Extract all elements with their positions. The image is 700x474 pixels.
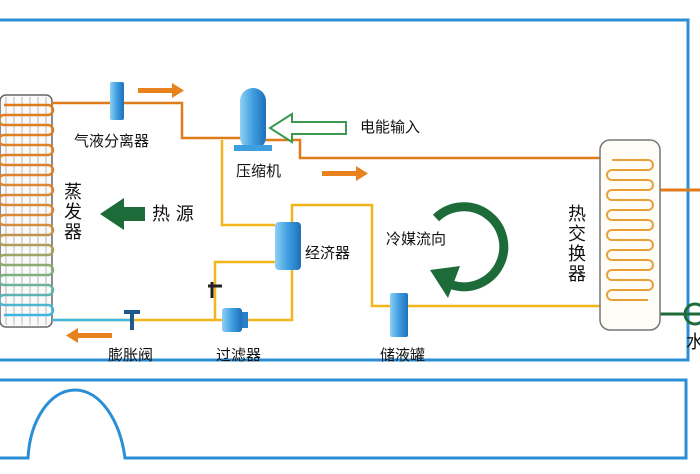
label-compressor: 压缩机 bbox=[236, 162, 282, 180]
compressor bbox=[234, 88, 272, 151]
water-pump bbox=[683, 302, 700, 326]
label-economizer: 经济器 bbox=[305, 244, 351, 262]
discharge-pipe bbox=[262, 138, 604, 160]
label-filter: 过滤器 bbox=[216, 346, 262, 364]
flow-arrow-2 bbox=[322, 166, 368, 181]
liquid-tank bbox=[390, 293, 408, 337]
liquid-pipe bbox=[240, 203, 604, 322]
expansion-valve bbox=[124, 310, 140, 330]
label-liquid-tank: 储液罐 bbox=[380, 346, 426, 364]
flow-arrow-1 bbox=[138, 83, 184, 98]
economizer-injection-pipe bbox=[220, 140, 275, 227]
label-evaporator: 蒸发器 bbox=[61, 182, 82, 242]
heat-source-arrow bbox=[100, 198, 145, 230]
economizer-branch-pipe bbox=[213, 260, 275, 320]
flow-arrow-3 bbox=[66, 328, 112, 343]
service-valve bbox=[208, 282, 222, 298]
evaporator-coil bbox=[0, 94, 55, 328]
label-power-input: 电能输入 bbox=[360, 118, 421, 136]
heat-exchanger bbox=[599, 139, 661, 331]
economizer bbox=[275, 222, 301, 270]
power-input-arrow bbox=[268, 112, 347, 144]
label-heat-exchanger: 热交换器 bbox=[565, 204, 586, 284]
housing-base bbox=[0, 378, 688, 460]
gas-liquid-separator bbox=[110, 82, 124, 120]
label-water-partial: 水 bbox=[686, 332, 700, 353]
housing-frame bbox=[0, 18, 690, 362]
label-refrigerant-flow: 冷媒流向 bbox=[386, 230, 447, 248]
refrigerant-cycle-arrow bbox=[430, 202, 509, 298]
filter bbox=[222, 308, 248, 332]
label-heat-source: 热 源 bbox=[152, 204, 194, 225]
label-gas-liquid-separator: 气液分离器 bbox=[74, 132, 150, 150]
label-expansion-valve: 膨胀阀 bbox=[108, 346, 154, 364]
